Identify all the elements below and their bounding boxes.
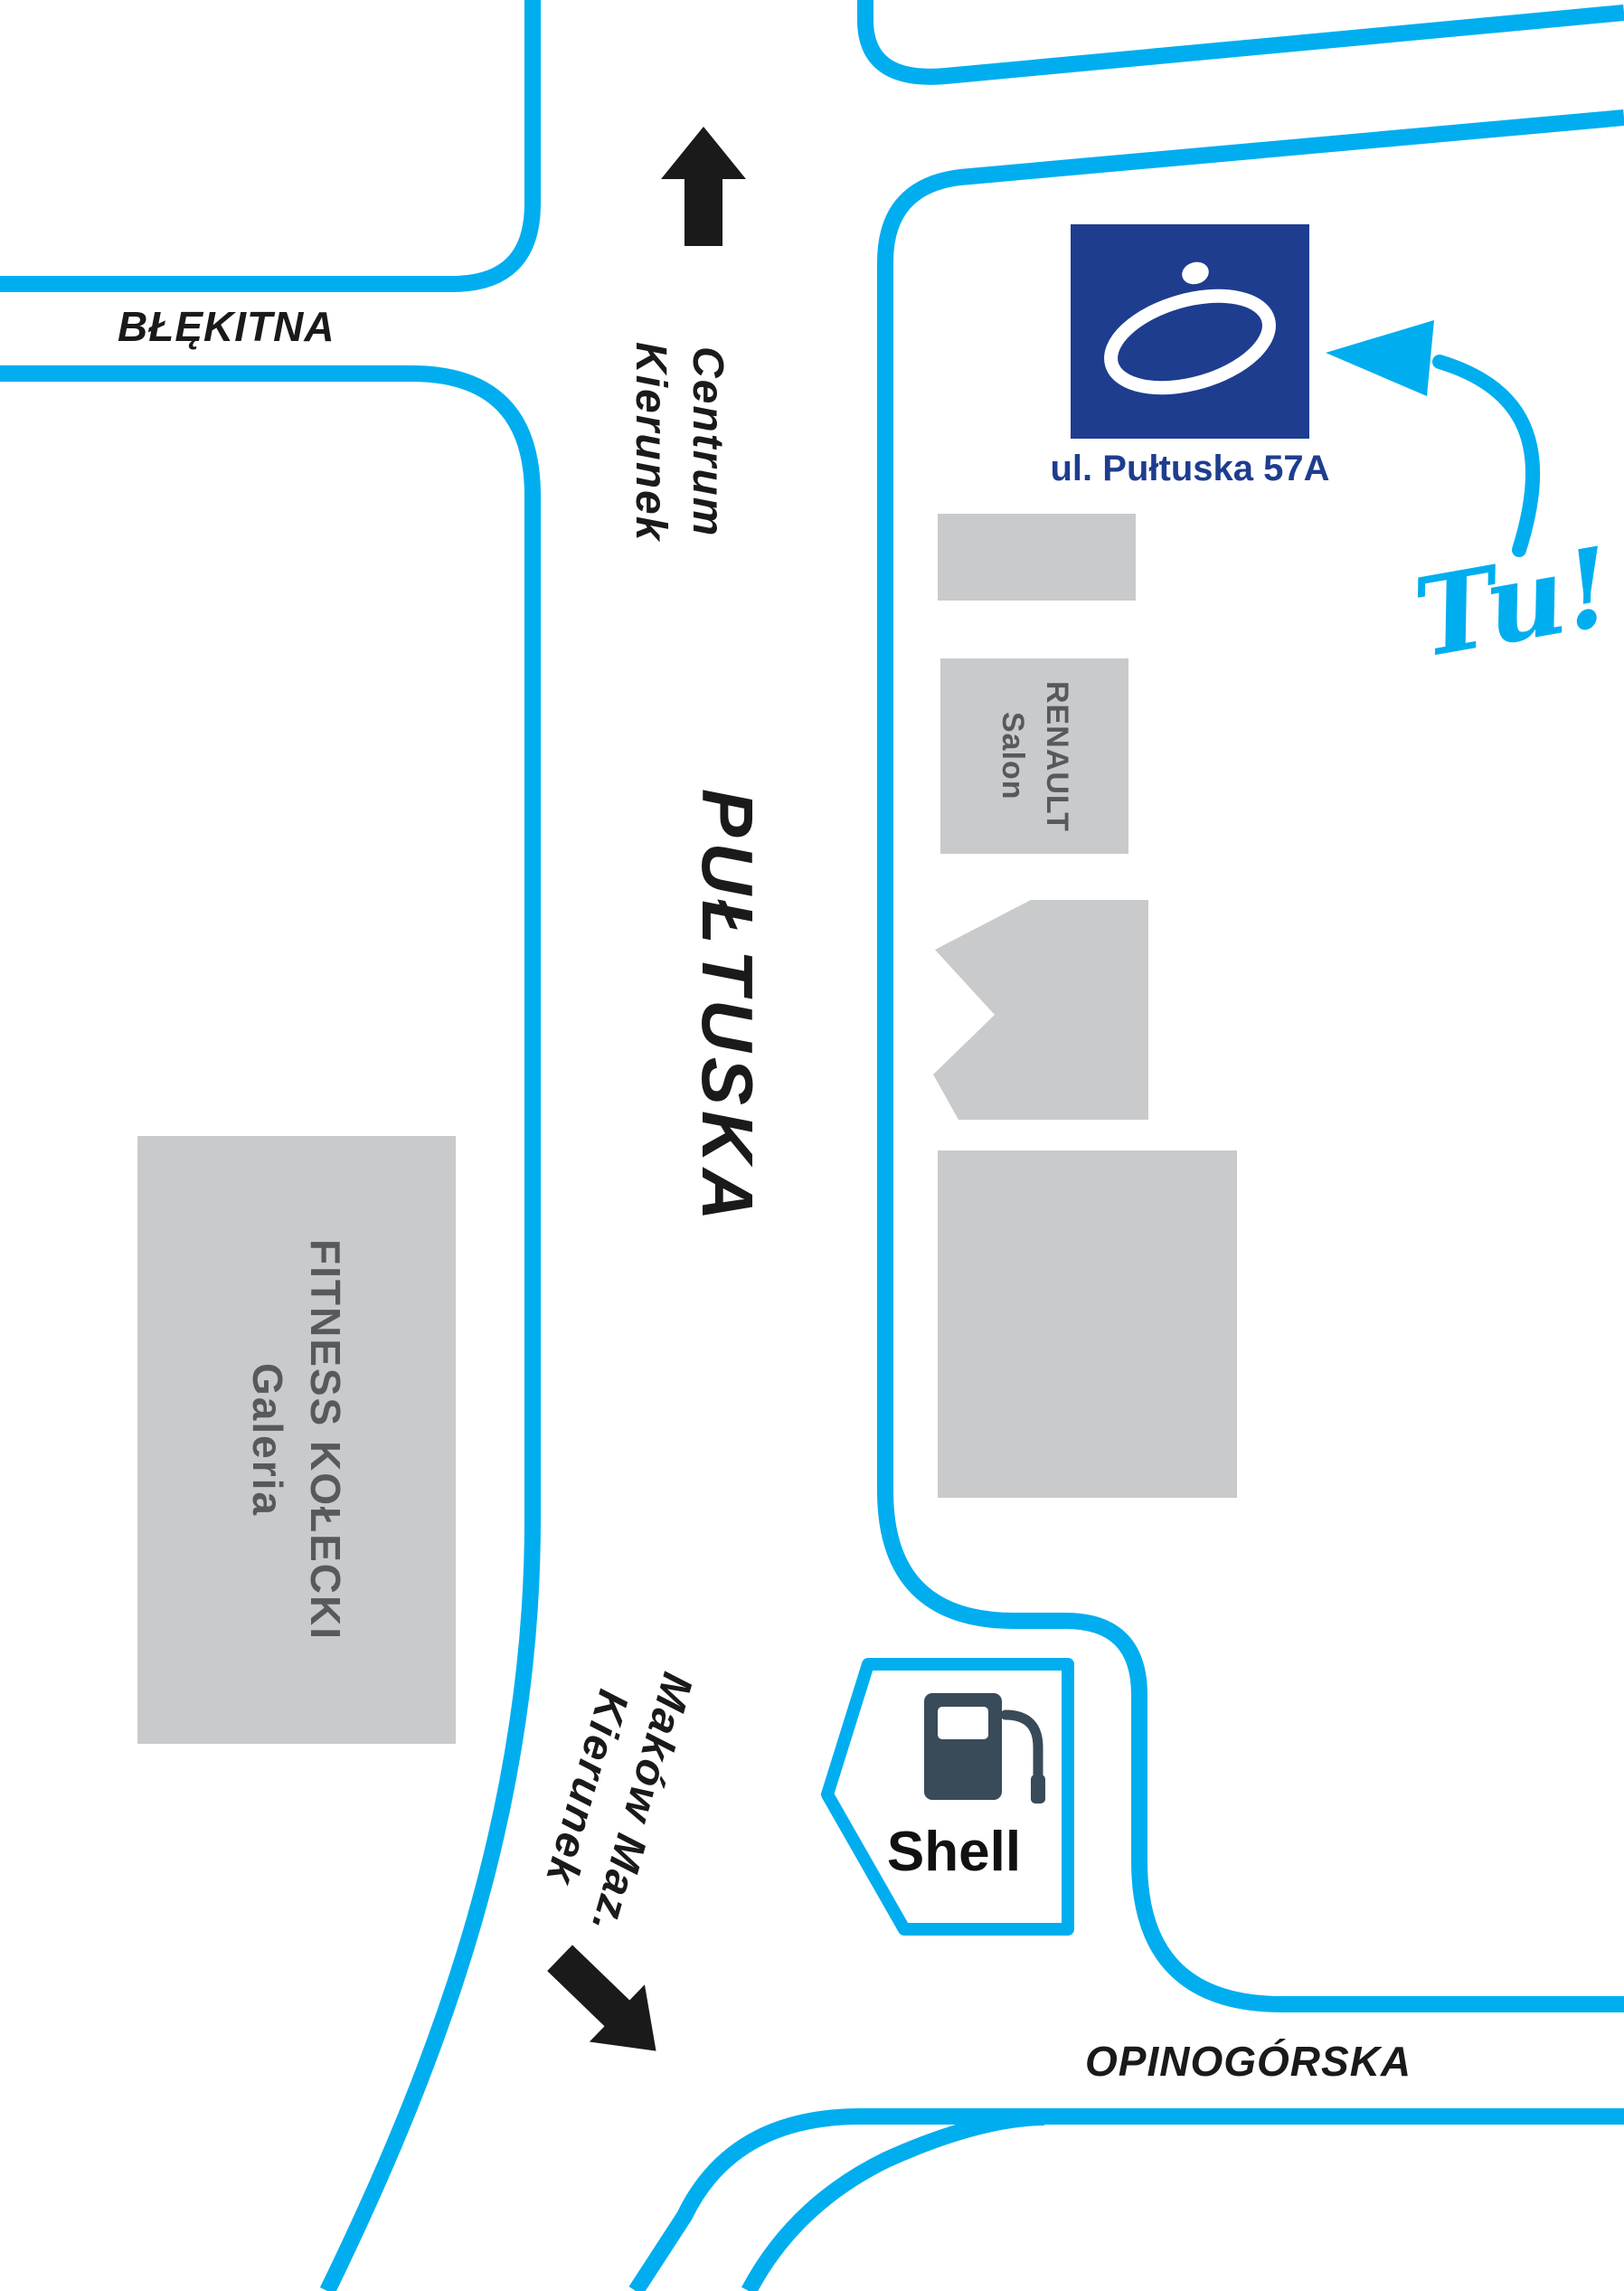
galeria-label-line2: FITNESS KOŁECKI: [302, 1238, 349, 1642]
building-label-renault: Salon RENAULT: [940, 658, 1128, 854]
curved-arrow-icon: [1326, 320, 1541, 557]
renault-label-line2: RENAULT: [1040, 680, 1074, 832]
building-galeria: [137, 1136, 456, 1744]
building-notched: [933, 900, 1148, 1120]
road-pultuska-west-edge: [0, 365, 541, 2291]
road-branch-upper-edge: [857, 0, 1624, 85]
fuel-pump-icon: [924, 1693, 1045, 1803]
company-logo-icon: [1071, 224, 1309, 439]
buildings-layer: [137, 514, 1237, 1744]
direction-centrum-line1: Kierunek: [627, 342, 675, 543]
road-fork-inner-edge: [741, 2109, 1045, 2291]
road-opinogorska-south-edge: [628, 2108, 1624, 2291]
building-small: [938, 514, 1136, 601]
street-label-pultuska: PUŁTUSKA: [687, 789, 768, 1226]
building-renault: [940, 658, 1128, 854]
shell-station-label: Shell: [886, 1821, 1022, 1883]
building-label-galeria: Galeria FITNESS KOŁECKI: [137, 1136, 456, 1744]
up-arrow-icon: [661, 127, 746, 246]
galeria-label-line1: Galeria: [244, 1363, 291, 1517]
street-label-blekitna: BŁĘKITNA: [118, 303, 335, 350]
road-pultuska-east-edge: [877, 109, 1624, 2012]
direction-centrum-line2: Centrum: [684, 346, 732, 538]
renault-label-line1: Salon: [996, 712, 1030, 800]
street-label-opinogorska: OPINOGÓRSKA: [1085, 2038, 1412, 2085]
destination-address: ul. Pułtuska 57A: [1050, 449, 1330, 488]
southeast-arrow-icon: [547, 1945, 656, 2051]
building-large: [938, 1150, 1237, 1498]
road-blekitna-north-edge: [0, 0, 541, 292]
direction-label-centrum: Kierunek Centrum: [622, 311, 736, 573]
